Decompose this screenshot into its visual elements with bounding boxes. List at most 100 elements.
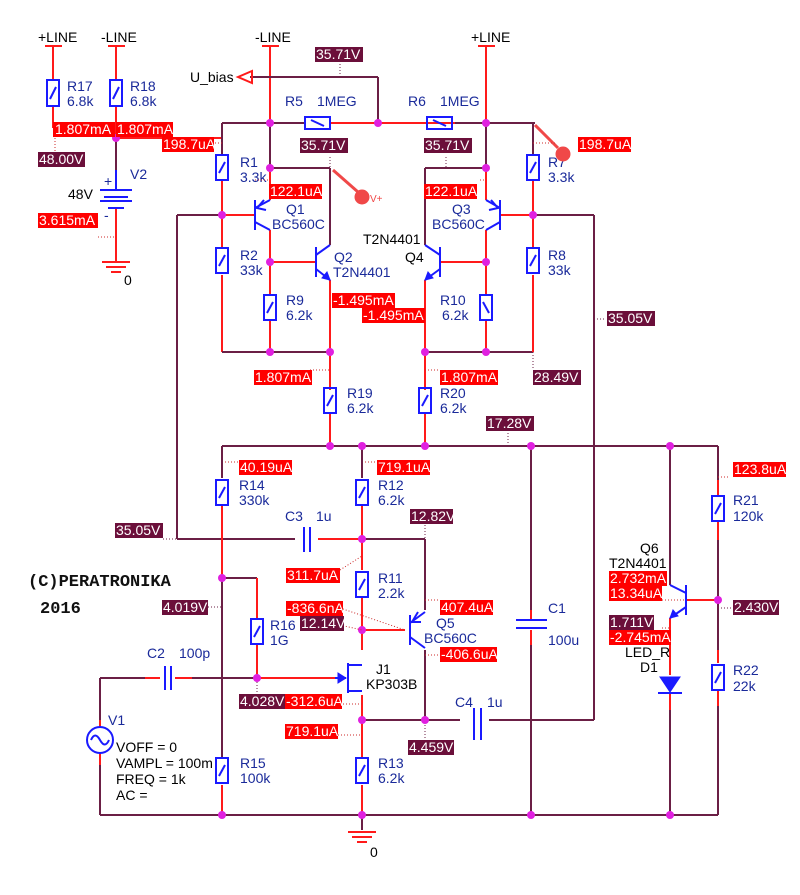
current-q6-base: 13.34uA (610, 585, 663, 601)
current-r7: 198.7uA (579, 136, 632, 152)
q1-value: BC560C (272, 216, 325, 232)
resistor-r8[interactable]: R8 33k (526, 247, 572, 278)
resistor-r22[interactable]: R22 22k (711, 662, 759, 694)
voltage-tags: 48.00V 35.71V 35.71V 35.71V 35.05V 28.49… (38, 46, 779, 755)
c2-value: 100p (179, 645, 210, 661)
v2-name: V2 (130, 166, 147, 182)
r18-value: 6.8k (130, 93, 157, 109)
current-q1-emitter: 122.1uA (270, 183, 323, 199)
r5-value: 1MEG (317, 93, 357, 109)
resistor-r16[interactable]: R16 1G (250, 617, 296, 648)
resistor-r21[interactable]: R21 120k (711, 492, 764, 524)
r22-value: 22k (733, 678, 757, 694)
voltage-probe-2-icon[interactable] (533, 123, 571, 162)
j1-value: KP303B (366, 676, 417, 692)
wires (52, 46, 719, 830)
capacitor-c3[interactable]: C3 1u (285, 508, 332, 552)
resistor-r20[interactable]: R20 6.2k (418, 385, 467, 416)
sine-source-v1-icon[interactable]: V1 VOFF = 0 VAMPL = 100m FREQ = 1k AC = (86, 712, 213, 803)
transistor-q6[interactable]: Q6 T2N4401 (609, 540, 687, 619)
voltage-j1-gate: 4.028V (240, 693, 285, 709)
resistor-r14[interactable]: R14 330k (215, 477, 270, 508)
voltage-rail-mid: 17.28V (487, 415, 532, 431)
copyright-year: 2016 (40, 600, 81, 619)
r12-name: R12 (378, 477, 404, 493)
r11-name: R11 (378, 570, 403, 586)
resistor-r10[interactable]: R10 6.2k (440, 292, 493, 323)
c3-name: C3 (285, 508, 303, 524)
probe-1-label: V+ (370, 194, 383, 205)
current-r19: 1.807mA (255, 369, 312, 385)
capacitor-c4[interactable]: C4 1u (455, 694, 503, 740)
voltage-q6-base: 2.430V (734, 599, 779, 615)
resistor-r5[interactable]: R5 1MEG (285, 93, 357, 130)
resistor-r12[interactable]: R12 6.2k (355, 477, 405, 508)
r16-value: 1G (270, 632, 289, 648)
transistor-q1[interactable]: Q1 BC560C (254, 199, 325, 232)
current-r11: 311.7uA (287, 567, 339, 583)
resistor-r2[interactable]: R2 33k (215, 247, 264, 278)
r20-value: 6.2k (440, 400, 467, 416)
resistor-r7[interactable]: R7 3.3k (526, 154, 575, 185)
r5-name: R5 (285, 93, 303, 109)
voltage-q1-emitter: 35.71V (301, 137, 346, 153)
voltage-d1: 1.711V (610, 614, 654, 630)
ground-label-2: 0 (370, 844, 378, 860)
power-symbols: +LINE -LINE -LINE +LINE U_bias 0 0 (38, 29, 510, 860)
resistor-r6[interactable]: R6 1MEG (408, 93, 480, 130)
voltage-q5-base: 12.14V (301, 615, 346, 631)
current-tags: 1.807mA 1.807mA 198.7uA 3.615mA 122.1uA … (38, 121, 787, 739)
r21-value: 120k (733, 508, 764, 524)
minus-line-label-1: -LINE (101, 29, 137, 45)
current-r20: 1.807mA (441, 369, 498, 385)
transistor-q3[interactable]: Q3 BC560C (432, 199, 501, 232)
resistor-r17[interactable]: R17 6.8k (46, 78, 94, 109)
q6-name: Q6 (640, 540, 659, 556)
voltage-probe-1-icon[interactable]: V+ (332, 168, 383, 205)
plus-line-label-2: +LINE (471, 29, 510, 45)
c3-value: 1u (316, 508, 332, 524)
voltage-q5-emitter: 12.82V (411, 508, 456, 524)
resistor-r9[interactable]: R9 6.2k (263, 292, 313, 323)
copyright-text: (C)PERATRONIKA (28, 573, 172, 592)
resistor-r1[interactable]: R1 3.3k (215, 154, 267, 185)
r16-name: R16 (270, 617, 296, 633)
junctions (112, 119, 722, 819)
q5-name: Q5 (436, 615, 455, 631)
battery-v2-icon[interactable]: + - V2 48V (68, 166, 147, 223)
transistor-q2[interactable]: Q2 T2N4401 (315, 244, 391, 281)
resistor-r13[interactable]: R13 6.2k (355, 755, 405, 786)
q3-name: Q3 (452, 201, 471, 217)
minus-line-label-2: -LINE (255, 29, 291, 45)
r19-name: R19 (347, 385, 373, 401)
capacitor-c1[interactable]: C1 100u (516, 600, 579, 648)
resistor-r15[interactable]: R15 100k (215, 755, 271, 786)
q2-name: Q2 (334, 249, 353, 265)
transistor-q4[interactable]: T2N4401 Q4 (363, 231, 441, 281)
resistor-r18[interactable]: R18 6.8k (109, 78, 157, 109)
r9-name: R9 (286, 292, 304, 308)
svg-text:+: + (104, 173, 112, 189)
v1-param-vampl: VAMPL = 100m (116, 755, 213, 771)
ground-icon (102, 261, 130, 273)
r8-name: R8 (548, 247, 566, 263)
current-r13: 719.1uA (286, 723, 339, 739)
capacitor-c2[interactable]: C2 100p (147, 645, 210, 690)
v1-param-freq: FREQ = 1k (116, 771, 187, 787)
d1-name: D1 (640, 659, 658, 675)
r14-value: 330k (239, 492, 270, 508)
u-bias-label: U_bias (190, 69, 234, 85)
v1-param-ac: AC = (116, 787, 148, 803)
r14-name: R14 (239, 477, 265, 493)
voltage-r8: 28.49V (534, 369, 579, 385)
r8-value: 33k (548, 262, 572, 278)
v1-name: V1 (108, 712, 125, 728)
resistor-r11[interactable]: R11 2.2k (355, 570, 405, 601)
jfet-j1[interactable]: J1 KP303B (335, 661, 417, 693)
transistor-q5[interactable]: Q5 BC560C (409, 611, 477, 649)
ground-label-1: 0 (124, 272, 132, 288)
c4-name: C4 (455, 694, 473, 710)
resistor-r19[interactable]: R19 6.2k (323, 385, 374, 416)
led-d1-icon[interactable]: LED_R D1 (625, 644, 682, 694)
r17-value: 6.8k (67, 93, 94, 109)
